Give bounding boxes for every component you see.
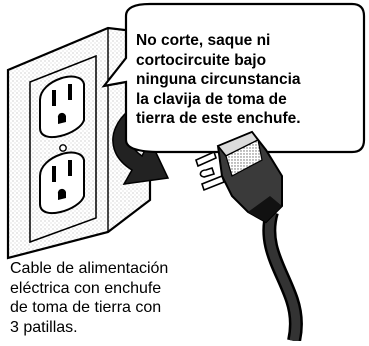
warning-line: la clavija de toma de (136, 90, 287, 108)
caption-line: 3 patillas. (10, 318, 78, 336)
three-prong-plug (195, 130, 283, 224)
speech-bubble (101, 2, 366, 154)
caption-line: eléctrica con enchufe (10, 279, 162, 297)
warning-line: cortocircuite bajo (136, 51, 267, 69)
caption-line: Cable de alimentación (10, 260, 169, 277)
warning-line: tierra de este enchufe. (136, 110, 301, 127)
warning-line: No corte, saque ni (136, 32, 271, 49)
outlet-receptacle-top (39, 75, 85, 139)
warning-text: No corte, saque ni cortocircuite bajo ni… (136, 31, 362, 129)
caption-line: de toma de tierra con (10, 299, 162, 316)
outlet-receptacle-bottom (39, 151, 85, 215)
warning-line: ninguna circunstancia (136, 71, 301, 88)
cord-caption: Cable de alimentación eléctrica con ench… (10, 259, 240, 337)
wall-outlet (6, 26, 152, 260)
power-cord (262, 210, 303, 343)
